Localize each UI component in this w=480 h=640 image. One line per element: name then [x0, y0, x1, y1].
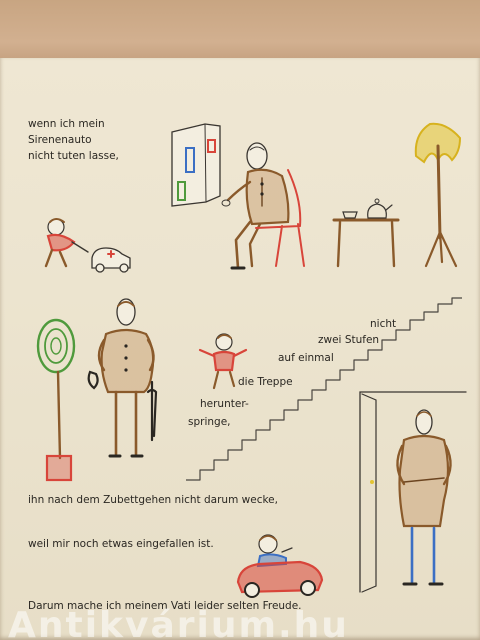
doorway-father-in-robe-illustration	[359, 391, 467, 593]
child-in-pedal-car-illustration	[236, 534, 324, 598]
stairs-text-nicht: nicht	[370, 318, 397, 330]
text-line-sirenenauto: Sirenenauto	[28, 134, 92, 146]
child-with-toy-car-illustration	[44, 218, 131, 273]
father-reading-illustration	[171, 123, 305, 270]
text-line-wecke: ihn nach dem Zubettgehen nicht darum wec…	[28, 494, 278, 506]
floor-lamp-illustration	[414, 122, 462, 268]
tree-illustration	[36, 318, 76, 482]
watermark-text: Antikvárium.hu	[8, 606, 349, 640]
father-standing-illustration	[87, 298, 158, 458]
text-line-wenn: wenn ich mein	[28, 118, 105, 130]
book-page	[0, 58, 480, 640]
stairs-text-die-treppe: die Treppe	[238, 376, 293, 388]
watermark: Antikvárium.hu	[8, 606, 478, 640]
staircase-illustration	[186, 297, 462, 481]
jumping-child-illustration	[198, 333, 248, 390]
text-line-freude: Darum mache ich meinem Vati leider selte…	[28, 600, 302, 612]
stairs-text-auf-einmal: auf einmal	[278, 352, 334, 364]
text-line-tuten: nicht tuten lasse,	[28, 150, 119, 162]
stairs-text-herunter: herunter-	[200, 398, 249, 410]
stairs-text-zwei-stufen: zwei Stufen	[318, 334, 380, 346]
text-line-eingefallen: weil mir noch etwas eingefallen ist.	[28, 538, 214, 550]
side-table-illustration	[332, 198, 400, 268]
stairs-text-springe: springe,	[188, 416, 231, 428]
